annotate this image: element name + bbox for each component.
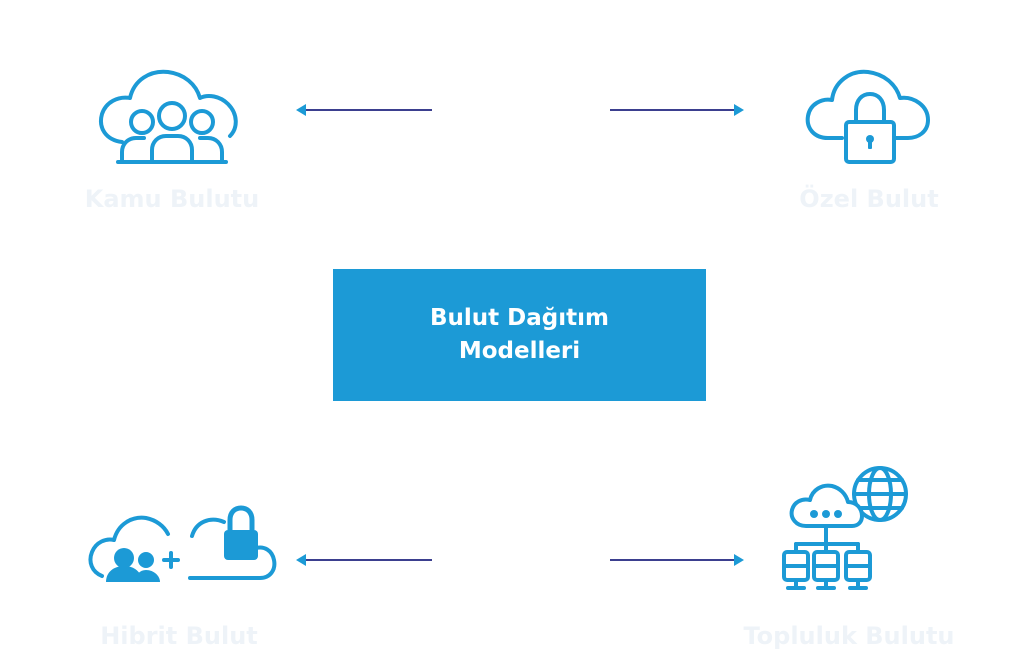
private-cloud-lock-icon bbox=[805, 69, 930, 164]
center-title-line2: Modelleri bbox=[458, 338, 581, 364]
connector-community bbox=[609, 401, 744, 566]
public-cloud-label: Kamu Bulutu bbox=[84, 185, 260, 213]
center-title-line1: Bulut Dağıtım bbox=[430, 305, 609, 331]
connector-private bbox=[609, 104, 744, 269]
community-cloud-network-icon bbox=[782, 466, 908, 590]
hybrid-cloud-label: Hibrit Bulut bbox=[100, 622, 258, 650]
hybrid-cloud-icon bbox=[88, 505, 277, 582]
connector-public bbox=[296, 104, 433, 269]
private-cloud-label: Özel Bulut bbox=[799, 185, 939, 213]
community-cloud-label: Topluluk Bulutu bbox=[743, 622, 955, 650]
center-box: Bulut Dağıtım Modelleri bbox=[333, 269, 706, 401]
public-cloud-users-icon bbox=[99, 69, 238, 164]
connector-hybrid bbox=[296, 401, 433, 566]
